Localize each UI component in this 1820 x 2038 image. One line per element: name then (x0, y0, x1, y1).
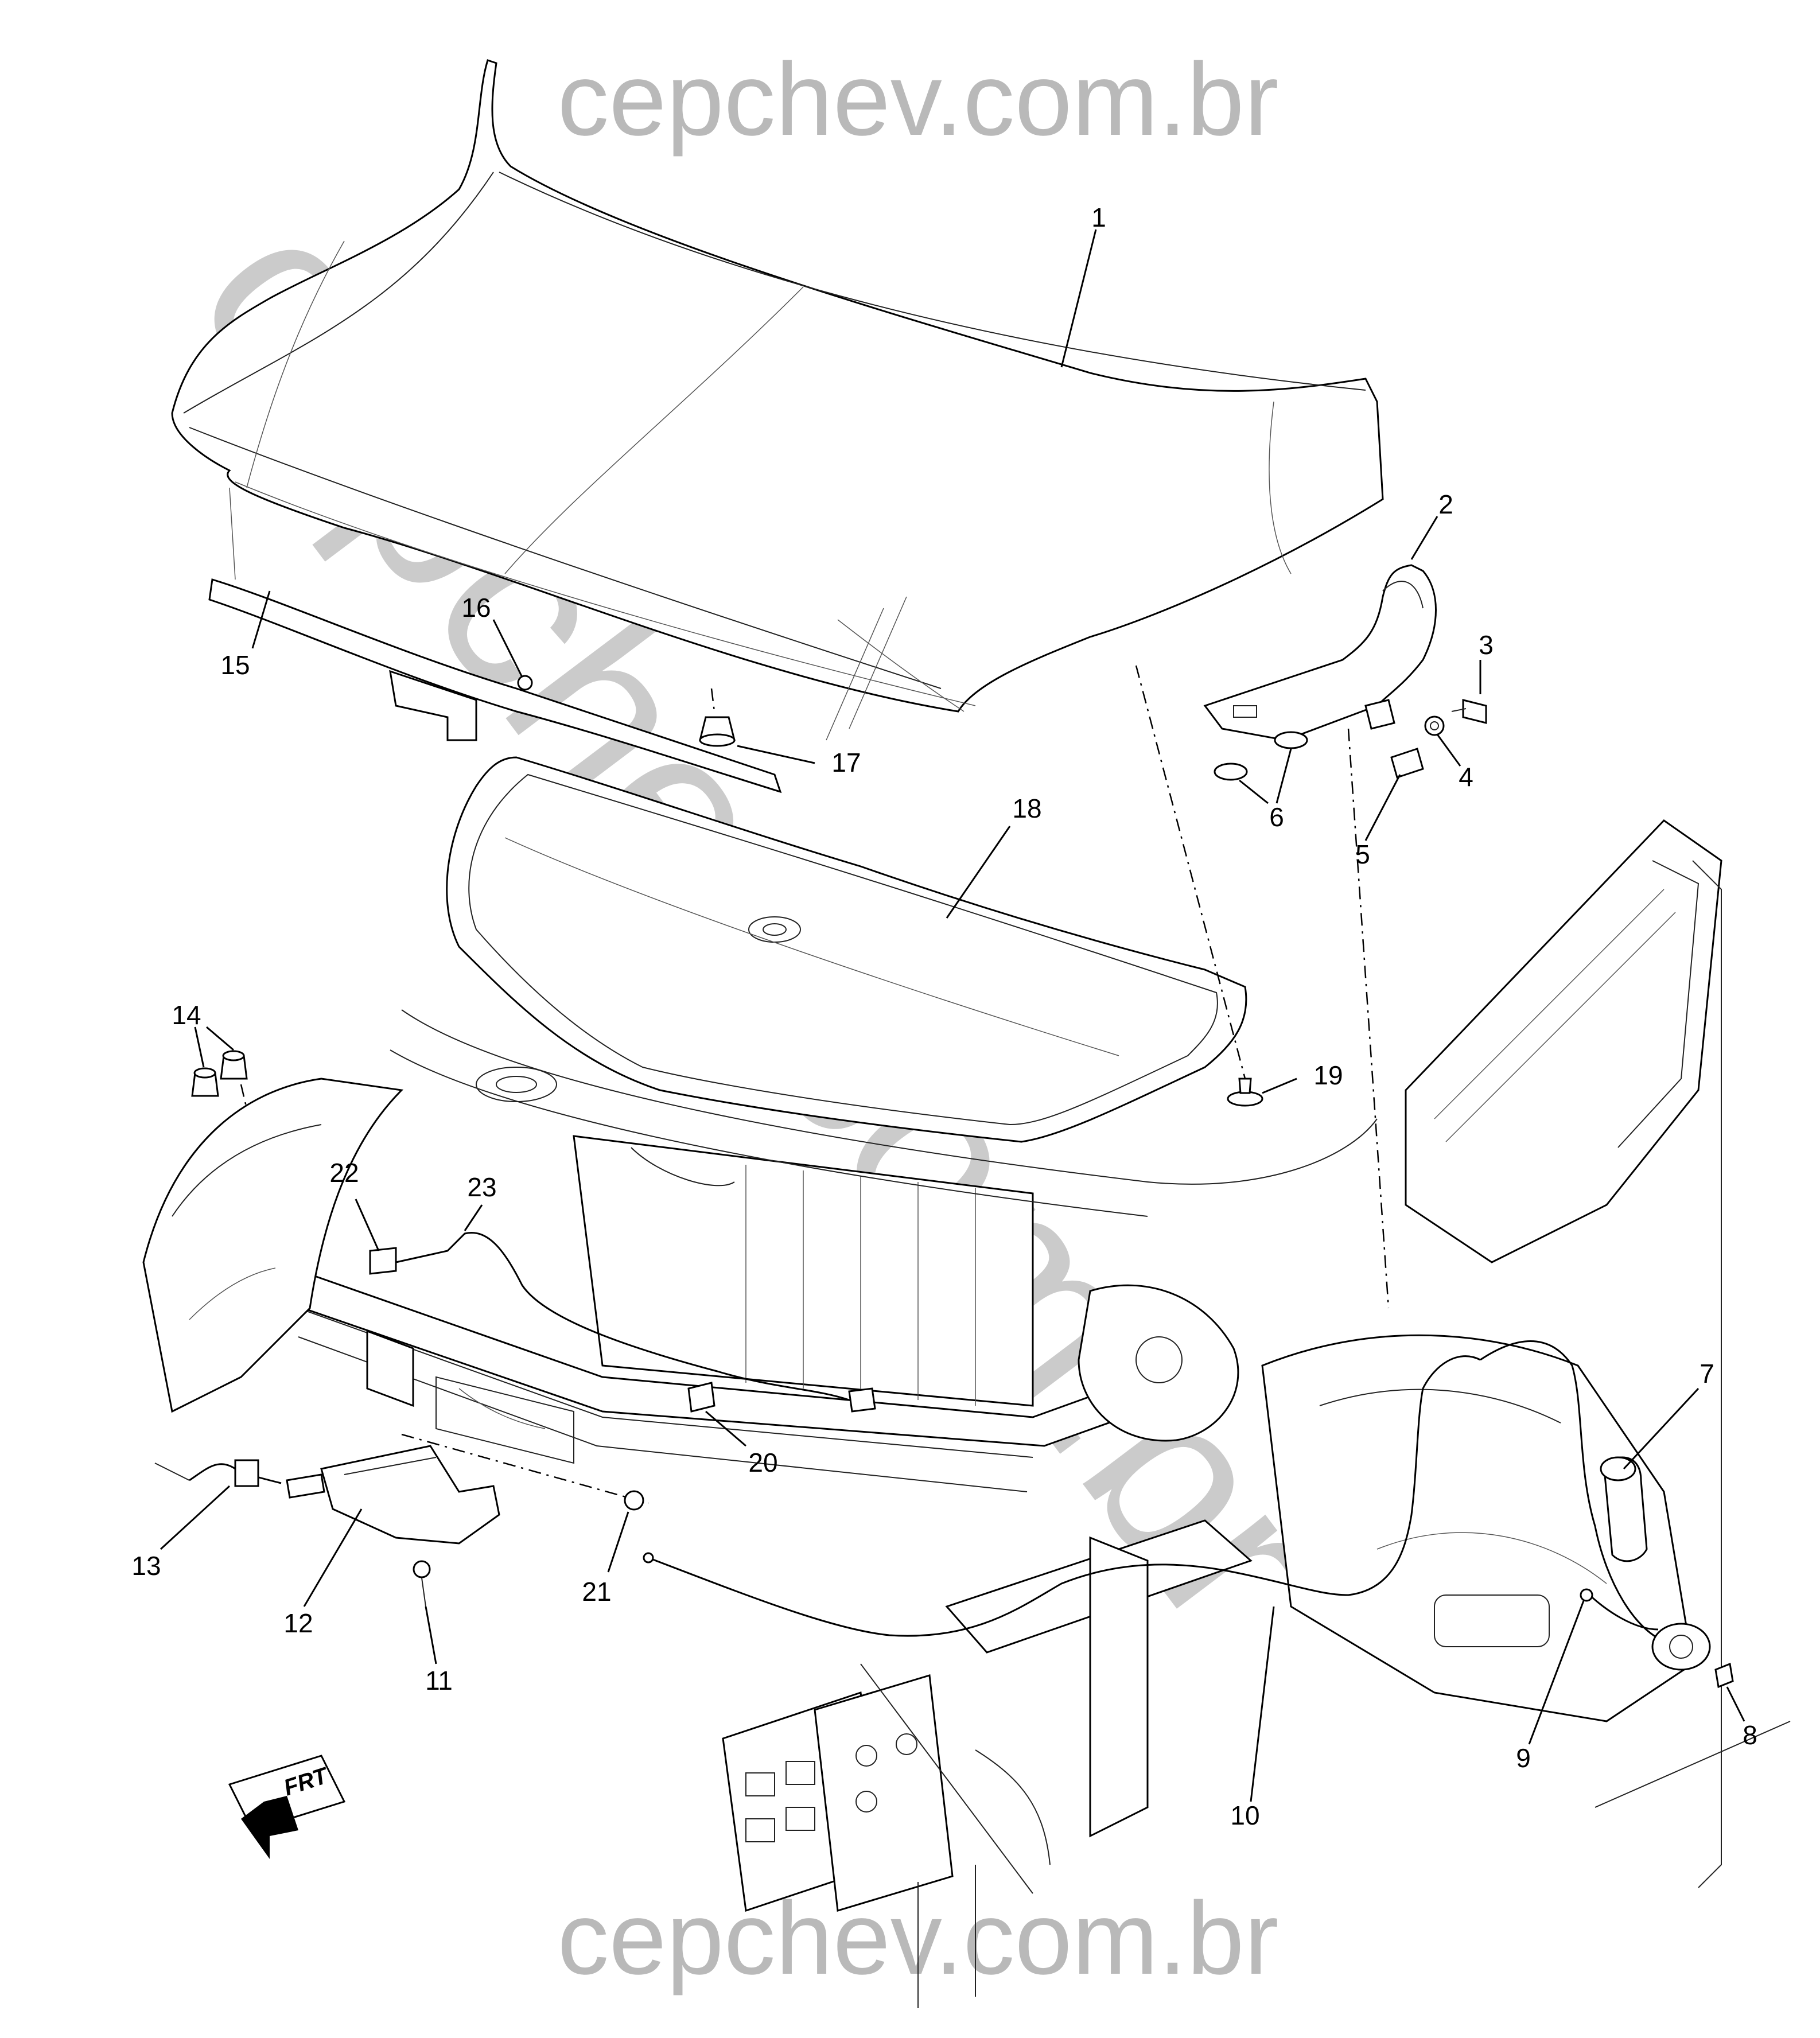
latch-nut (624, 1490, 644, 1511)
callout-13: 13 (131, 1551, 161, 1581)
hood-front-seal (208, 578, 782, 794)
callout-4: 4 (1459, 762, 1473, 792)
callout-labels: 1 2 3 4 5 6 7 8 9 10 11 12 13 14 15 16 1… (131, 203, 1757, 1830)
callout-23: 23 (467, 1172, 496, 1202)
callout-12: 12 (283, 1608, 313, 1638)
watermark-top: cepchev.com.br (557, 42, 1278, 157)
hinge-shim (1390, 748, 1424, 779)
harness-retainer (369, 1247, 397, 1275)
hood-bumper (699, 716, 736, 747)
callout-2: 2 (1438, 489, 1453, 519)
callout-22: 22 (329, 1158, 359, 1188)
cable-clip (1714, 1662, 1734, 1689)
hood-clip (517, 675, 533, 691)
latch-wire-harness (154, 1459, 282, 1487)
hinge-washer (1214, 731, 1308, 781)
hood-insulator (446, 756, 1247, 1143)
callout-18: 18 (1012, 794, 1041, 823)
callout-5: 5 (1355, 839, 1370, 869)
handle-bezel (1651, 1623, 1711, 1671)
harness-clip (687, 1382, 715, 1413)
callout-17: 17 (831, 748, 861, 777)
hood-release-handle (1600, 1456, 1648, 1562)
ambient-sensor-harness (395, 1232, 876, 1413)
callout-15: 15 (220, 650, 250, 680)
callout-20: 20 (748, 1448, 777, 1477)
callout-11: 11 (425, 1666, 453, 1695)
callout-3: 3 (1479, 630, 1494, 660)
callout-8: 8 (1743, 1720, 1757, 1750)
cable-grommet (1580, 1588, 1593, 1602)
callout-1: 1 (1091, 203, 1106, 232)
callout-21: 21 (582, 1577, 611, 1607)
callout-16: 16 (461, 593, 491, 623)
hood-release-cable (643, 1340, 1665, 1642)
callout-6: 6 (1269, 802, 1284, 832)
insulator-retainer (1227, 1078, 1263, 1107)
hood-bumpers (191, 1050, 248, 1097)
front-direction-badge: FRT (228, 1755, 346, 1859)
callout-10: 10 (1230, 1800, 1259, 1830)
callout-7: 7 (1700, 1359, 1714, 1389)
hood-latch (286, 1445, 500, 1545)
callout-19: 19 (1313, 1060, 1343, 1090)
hinge-bolt (1451, 699, 1487, 724)
hood-hinge (1203, 564, 1437, 741)
latch-bolt (413, 1560, 431, 1607)
front-body-structure (142, 819, 1791, 2008)
callout-14: 14 (172, 1000, 201, 1030)
callout-9: 9 (1516, 1743, 1531, 1773)
hood-panel (171, 59, 1384, 741)
leader-lines (160, 229, 1745, 1802)
hinge-nut (1424, 715, 1445, 736)
